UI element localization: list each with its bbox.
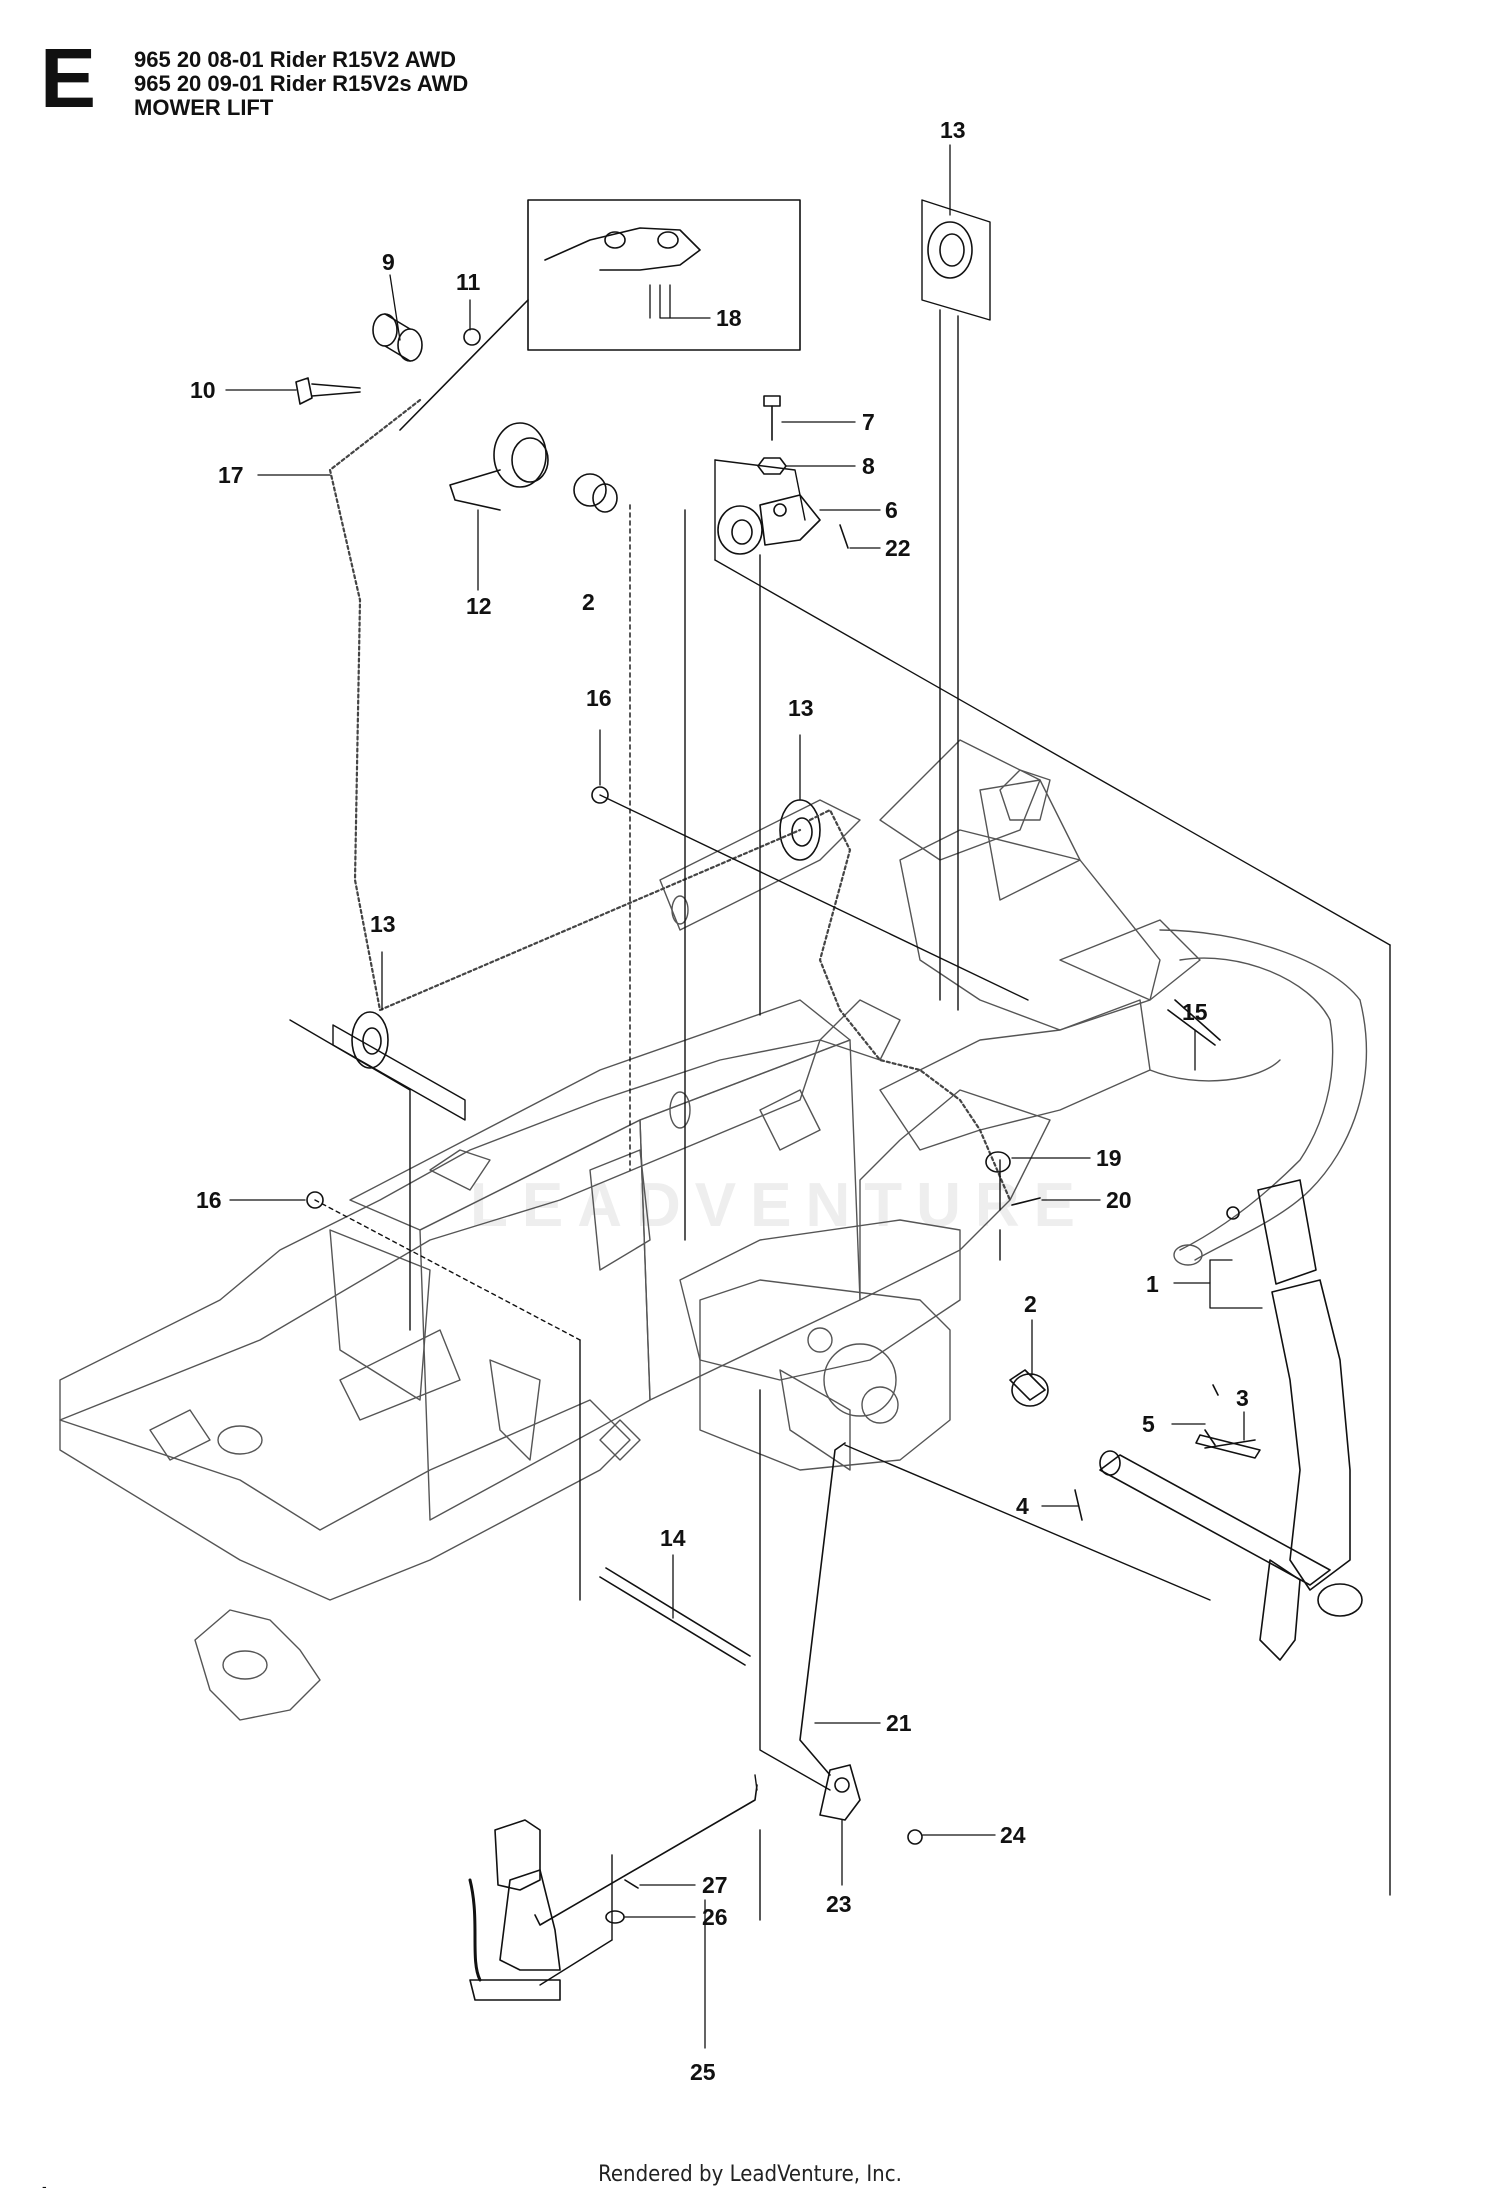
callout-5: 5 [1142, 1411, 1155, 1437]
bolt-7 [763, 395, 781, 441]
watermark: LEADVENTURE [470, 1171, 1090, 1240]
screw-5 [1204, 1429, 1216, 1446]
callout-25: 25 [690, 2059, 716, 2085]
spring-12 [449, 422, 549, 511]
model-line-2: 965 20 09-01 Rider R15V2s AWD [134, 71, 469, 96]
pulley-left [351, 1011, 389, 1069]
assembly-title: MOWER LIFT [134, 95, 274, 120]
rod-15 [1167, 1009, 1216, 1046]
bushing-top [573, 473, 618, 513]
callout-7: 7 [862, 409, 875, 435]
bushing-19 [985, 1151, 1011, 1173]
callouts: 13 9 11 18 10 7 8 17 6 22 12 2 16 13 13 … [190, 117, 1249, 2085]
callout-10: 10 [190, 377, 216, 403]
callout-22: 22 [885, 535, 911, 561]
callout-20: 20 [1106, 1187, 1132, 1213]
nut-11 [463, 328, 481, 346]
callout-12: 12 [466, 593, 492, 619]
pin-3 [1204, 1439, 1256, 1449]
clip-24 [907, 1829, 923, 1845]
chassis-frame [59, 739, 1368, 1721]
callout-15: 15 [1182, 999, 1208, 1025]
clip-16-left [306, 1191, 324, 1209]
rod-21 [799, 1442, 846, 1776]
callout-2-bottom: 2 [1024, 1291, 1037, 1317]
bolt-10 [295, 377, 361, 405]
bracket-23 [819, 1764, 861, 1821]
model-line-1: 965 20 08-01 Rider R15V2 AWD [134, 47, 457, 72]
callout-26: 26 [702, 1904, 728, 1930]
callout-13-left: 13 [370, 911, 396, 937]
chain [328, 398, 1012, 1202]
lift-lever [1226, 1179, 1363, 1661]
washer-26 [605, 1910, 625, 1924]
clip-16-top [591, 786, 609, 804]
callout-16-left: 16 [196, 1187, 222, 1213]
rod-25 [534, 1784, 758, 1926]
rod-14 [599, 1567, 751, 1666]
callout-24: 24 [1000, 1822, 1026, 1848]
callout-21: 21 [886, 1710, 912, 1736]
pin-22 [839, 524, 849, 549]
pin-20 [1011, 1197, 1041, 1206]
callout-27: 27 [702, 1872, 728, 1898]
callout-6: 6 [885, 497, 898, 523]
footer-credit: Rendered by LeadVenture, Inc. [598, 2162, 902, 2187]
callout-8: 8 [862, 453, 875, 479]
sleeve-9 [372, 313, 423, 362]
bracket-6 [717, 494, 821, 555]
callout-13-top: 13 [940, 117, 966, 143]
callout-2-top: 2 [582, 589, 595, 615]
callout-3: 3 [1236, 1385, 1249, 1411]
pedal-assembly [468, 1819, 561, 2001]
callout-9: 9 [382, 249, 395, 275]
callout-16-top: 16 [586, 685, 612, 711]
lift-shaft [1009, 1369, 1331, 1586]
leader-lines [225, 144, 1263, 2049]
pulley-top [927, 221, 973, 279]
footer-mark: - [42, 2178, 47, 2194]
callout-19: 19 [1096, 1145, 1122, 1171]
callout-1: 1 [1146, 1271, 1159, 1297]
callout-14: 14 [660, 1525, 686, 1551]
guide-lines [289, 199, 1391, 1986]
inset-box-18 [399, 199, 801, 431]
callout-4: 4 [1016, 1493, 1029, 1519]
callout-23: 23 [826, 1891, 852, 1917]
pin-27 [624, 1879, 639, 1889]
callout-13-mid: 13 [788, 695, 814, 721]
diagram-header: 965 20 08-01 Rider R15V2 AWD 965 20 09-0… [134, 48, 468, 120]
callout-11: 11 [456, 269, 481, 295]
callout-18: 18 [716, 305, 742, 331]
section-letter: E [40, 31, 97, 125]
callout-17: 17 [218, 462, 244, 488]
